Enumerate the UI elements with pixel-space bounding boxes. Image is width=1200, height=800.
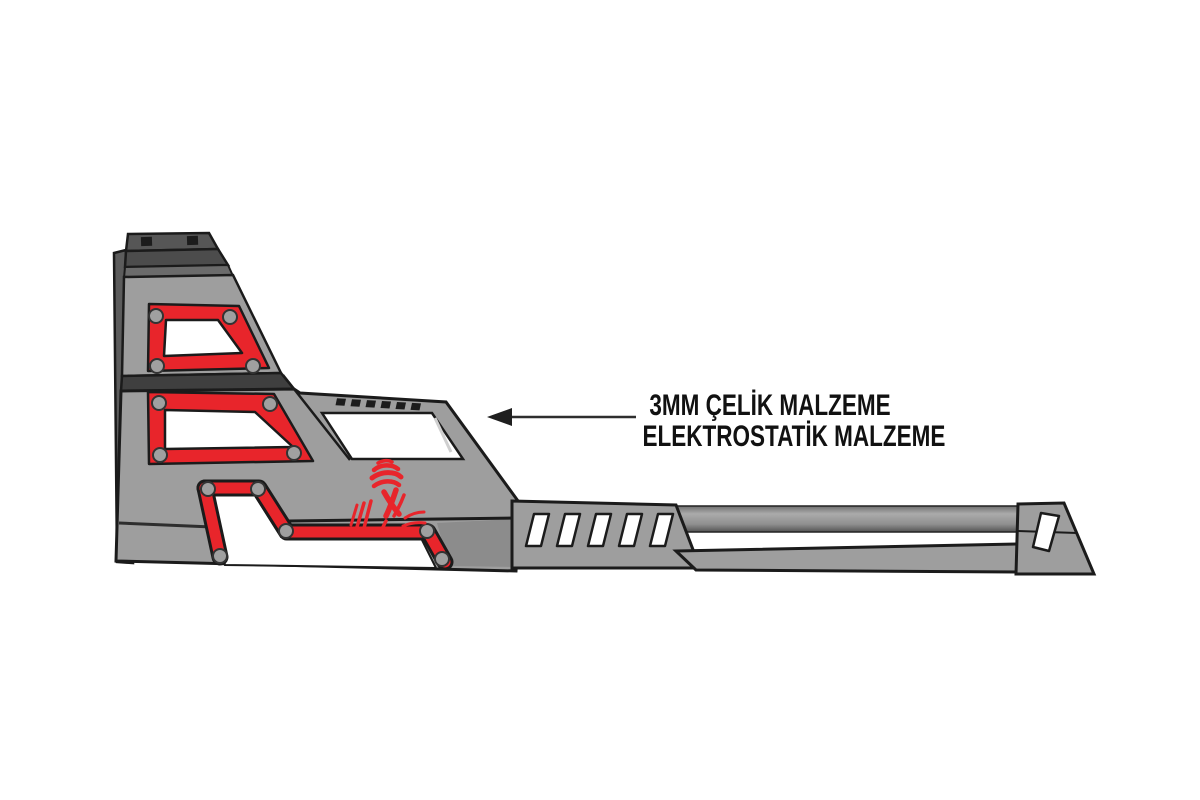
left-arrow-head: [487, 408, 512, 426]
face-divider-line: [282, 374, 351, 461]
cap-vent-right: [186, 235, 199, 246]
vent-slot: [555, 512, 582, 548]
red-frame-upper-window: [164, 320, 242, 356]
red-frame-upper: [146, 302, 271, 373]
plate-bottom-edge: [288, 516, 516, 523]
front-face-shade: [437, 519, 515, 567]
end-bracket: [1014, 501, 1097, 576]
annotation-arrow: [487, 408, 636, 426]
vent-slot: [586, 512, 613, 548]
window-inner-highlight: [433, 417, 453, 453]
red-frame-middle-window: [165, 410, 293, 449]
vent-slots: [524, 512, 675, 548]
bolts: [148, 308, 450, 567]
window-cutout: [319, 411, 466, 461]
vent-slot: [524, 512, 551, 548]
rail-notches: [335, 398, 421, 411]
dakar-figure-logo: [349, 458, 427, 533]
annotation: 3MM ÇELİK MALZEME ELEKTROSTATİK MALZEME: [600, 389, 946, 453]
bottom-rail: [672, 542, 1022, 574]
side-tube: [639, 505, 1023, 533]
vent-slot: [617, 512, 644, 548]
cap-vent-left: [140, 236, 153, 247]
annotation-text-line2: ELEKTROSTATİK MALZEME: [642, 420, 946, 453]
end-bracket-slot: [1031, 511, 1061, 553]
vent-slot: [648, 512, 675, 548]
lower-step-line: [118, 521, 213, 529]
annotation-text-line1: 3MM ÇELİK MALZEME: [649, 389, 891, 422]
